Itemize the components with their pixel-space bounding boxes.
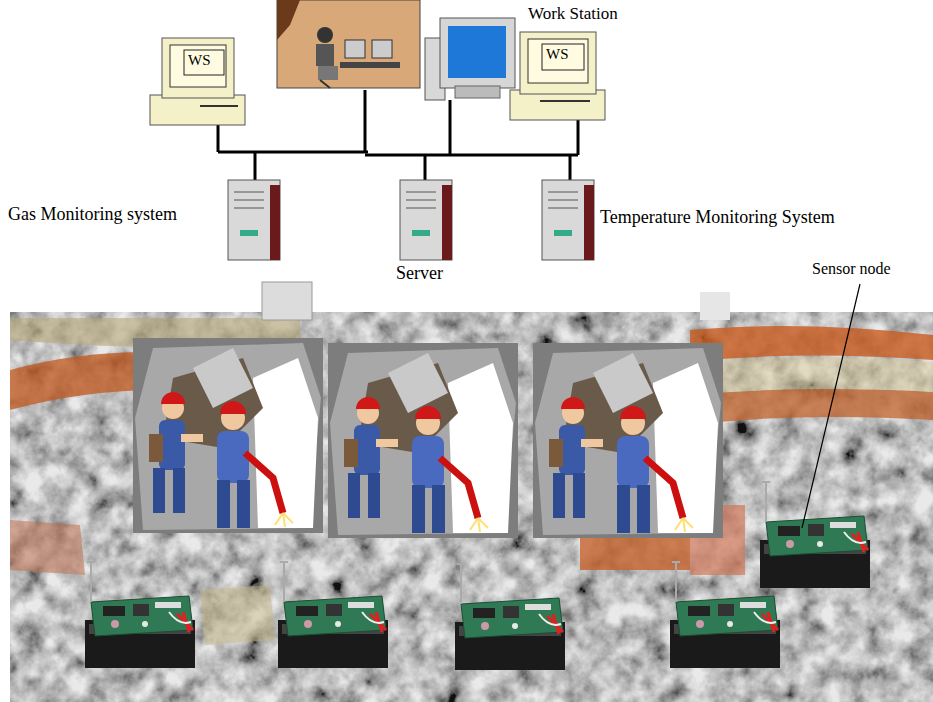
label-text: Temperature Monitoring System xyxy=(600,207,835,228)
label-text: Gas Monitoring system xyxy=(8,204,177,225)
label-text: Server xyxy=(396,263,443,284)
screen-text: WS xyxy=(188,52,211,69)
label-text: Sensor node xyxy=(812,260,891,278)
label-text: Work Station xyxy=(528,4,618,24)
screen-text: WS xyxy=(546,46,569,63)
